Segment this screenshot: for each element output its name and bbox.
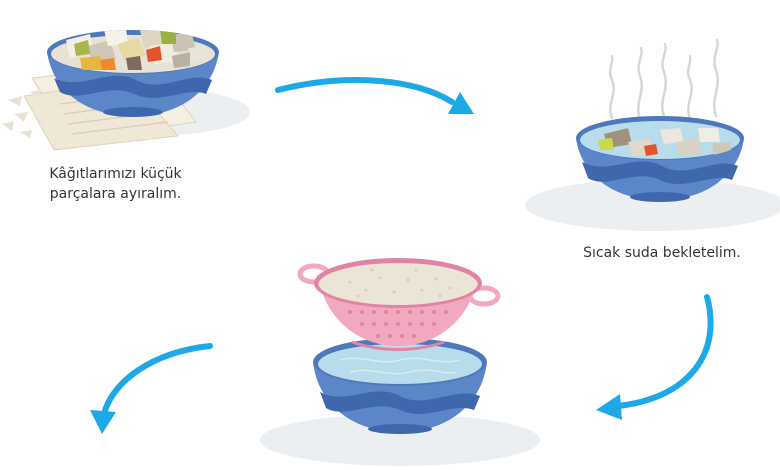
colander-over-bowl-icon: [260, 258, 540, 466]
bowl-with-hot-water-icon: [525, 38, 780, 231]
bowl2-stripe: [582, 161, 738, 184]
step1-caption-line1: Kâğıtlarımızı küçük: [49, 166, 182, 182]
step1-caption-line2: parçalara ayıralım.: [49, 186, 182, 202]
flow-arrow-icon-1: [275, 77, 474, 114]
colander-handle-right: [467, 285, 501, 307]
step2-caption: Sıcak suda bekletelim.: [583, 245, 741, 261]
bowl-with-paper-pieces-icon: [2, 30, 250, 151]
bowl3-water: [318, 344, 482, 384]
steam-lines: [608, 38, 719, 122]
bowl1-paper-pieces: [51, 30, 215, 73]
step1-caption: Kâğıtlarımızı küçük parçalara ayıralım.: [28, 164, 203, 204]
bowl2-water-with-paper: [580, 121, 740, 159]
bowl3-stripe: [320, 391, 480, 414]
paper-scraps: [2, 90, 40, 138]
colander-base: [351, 340, 445, 351]
flow-arrows: [90, 77, 714, 434]
colander-pulp: [318, 263, 478, 305]
bowl3-shadow: [260, 414, 540, 466]
bowl2-shadow: [525, 179, 780, 231]
flow-arrow-icon-3: [90, 343, 213, 434]
bowl1-stripe: [54, 75, 212, 98]
water-ripples: [339, 357, 461, 375]
flow-arrow-icon-2: [596, 294, 714, 420]
